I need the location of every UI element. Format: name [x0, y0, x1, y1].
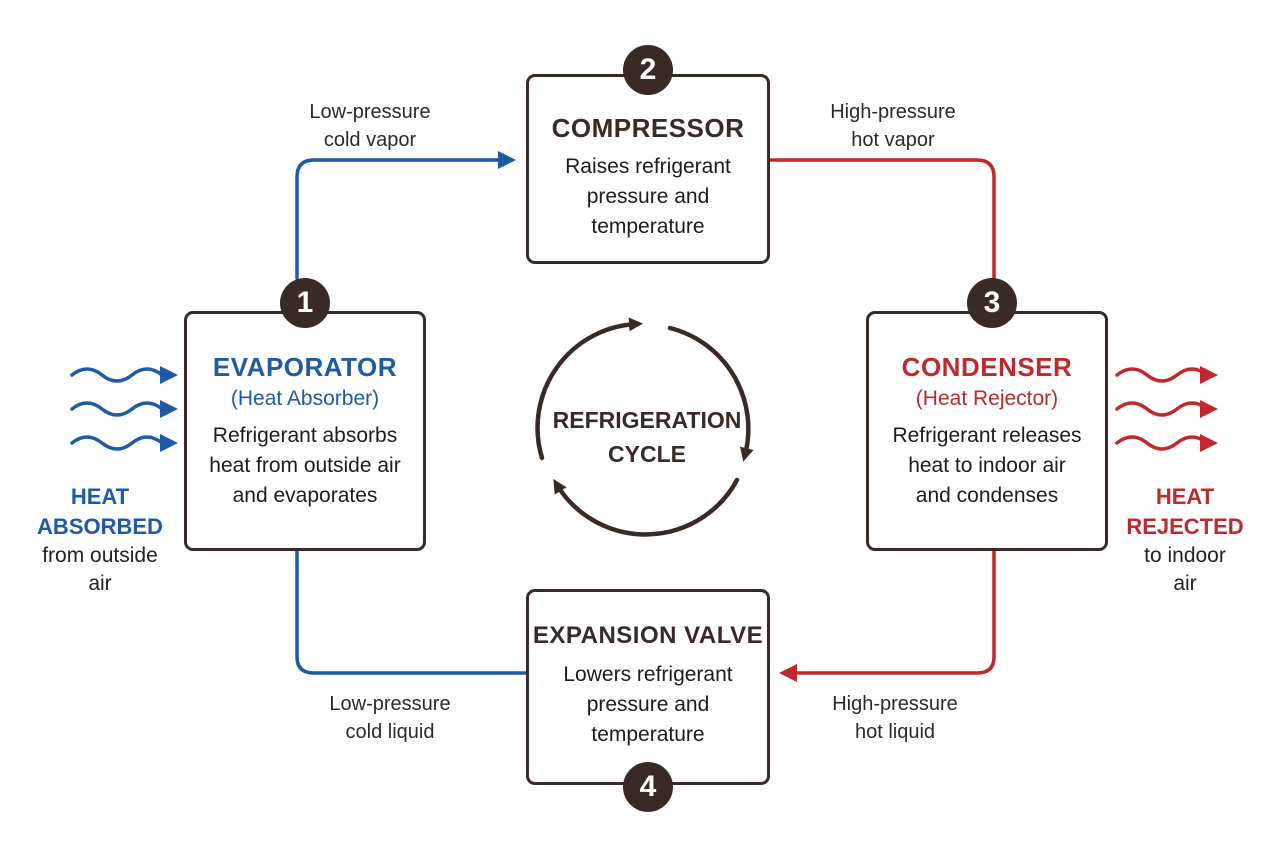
condenser-subtitle: (Heat Rejector) — [915, 387, 1059, 410]
compressor-desc-line: Raises refrigerant — [565, 155, 731, 178]
compressor-title: COMPRESSOR — [551, 113, 745, 143]
flow-label-line: High-pressure — [832, 693, 958, 715]
flow-label-low-pressure-liquid: Low-pressure cold liquid — [300, 690, 480, 746]
step-badge-4: 4 — [623, 762, 673, 812]
heat-absorbed-line: air — [88, 572, 112, 595]
step-badge-1: 1 — [280, 278, 330, 328]
condenser-desc-line: Refrigerant releases — [892, 424, 1082, 447]
flow-label-line: cold vapor — [323, 129, 417, 151]
heat-absorbed-waves-icon — [70, 367, 164, 451]
cycle-arrows-icon — [535, 317, 754, 537]
flow-label-line: cold liquid — [345, 721, 435, 743]
compressor-description: Raises refrigerant pressure and temperat… — [529, 152, 767, 242]
evaporator-description: Refrigerant absorbs heat from outside ai… — [187, 421, 423, 511]
compressor-box: COMPRESSOR Raises refrigerant pressure a… — [526, 74, 770, 264]
evaporator-box: EVAPORATOR (Heat Absorber) Refrigerant a… — [184, 311, 426, 551]
compressor-desc-line: temperature — [591, 215, 705, 238]
heat-rejected-line: REJECTED — [1126, 514, 1244, 539]
expansion-valve-title: EXPANSION VALVE — [532, 622, 764, 649]
step-badge-3: 3 — [967, 278, 1017, 328]
flow-label-line: hot liquid — [854, 721, 936, 743]
evaporator-subtitle: (Heat Absorber) — [230, 387, 380, 410]
heat-rejected-line: HEAT — [1155, 484, 1215, 509]
pipe-compressor-to-condenser — [768, 158, 996, 280]
step-badge-2: 2 — [623, 45, 673, 95]
expansion-desc-line: temperature — [591, 723, 705, 746]
heat-rejected-waves-icon — [1115, 367, 1209, 451]
flow-label-low-pressure-vapor: Low-pressure cold vapor — [280, 98, 460, 154]
condenser-desc-line: heat to indoor air — [908, 454, 1066, 477]
heat-rejected-line: to indoor — [1144, 544, 1226, 567]
flow-label-high-pressure-vapor: High-pressure hot vapor — [803, 98, 983, 154]
cycle-label-line: REFRIGERATION — [552, 407, 742, 433]
arrowhead-expansion-inlet-icon — [779, 664, 797, 682]
pipe-evaporator-to-compressor — [295, 158, 514, 280]
condenser-box: CONDENSER (Heat Rejector) Refrigerant re… — [866, 311, 1108, 551]
compressor-desc-line: pressure and — [586, 185, 710, 208]
heat-absorbed-line: HEAT — [70, 484, 130, 509]
heat-rejected-label: HEAT REJECTED to indoor air — [1105, 482, 1265, 598]
expansion-valve-description: Lowers refrigerant pressure and temperat… — [529, 660, 767, 750]
cycle-center-label: REFRIGERATION CYCLE — [542, 403, 752, 471]
heat-absorbed-arrowheads-icon — [160, 366, 178, 452]
heat-absorbed-line: ABSORBED — [37, 514, 163, 539]
evaporator-desc-line: heat from outside air — [209, 454, 401, 477]
heat-absorbed-line: from outside — [42, 544, 158, 567]
pipe-expansion-to-evaporator — [295, 549, 528, 675]
flow-label-line: Low-pressure — [309, 101, 431, 123]
arrowhead-compressor-inlet-icon — [498, 151, 516, 169]
flow-label-line: hot vapor — [851, 129, 935, 151]
expansion-valve-box: EXPANSION VALVE Lowers refrigerant press… — [526, 589, 770, 785]
condenser-title: CONDENSER — [901, 352, 1073, 382]
condenser-description: Refrigerant releases heat to indoor air … — [869, 421, 1105, 511]
pipe-condenser-to-expansion — [786, 549, 996, 675]
evaporator-title: EVAPORATOR — [212, 352, 398, 382]
evaporator-desc-line: and evaporates — [232, 484, 378, 507]
expansion-desc-line: pressure and — [586, 693, 710, 716]
condenser-desc-line: and condenses — [915, 484, 1059, 507]
cycle-label-line: CYCLE — [608, 441, 686, 467]
expansion-desc-line: Lowers refrigerant — [563, 663, 733, 686]
flow-label-high-pressure-liquid: High-pressure hot liquid — [805, 690, 985, 746]
heat-absorbed-label: HEAT ABSORBED from outside air — [20, 482, 180, 598]
heat-rejected-line: air — [1173, 572, 1197, 595]
heat-rejected-arrowheads-icon — [1200, 366, 1218, 452]
flow-label-line: Low-pressure — [329, 693, 451, 715]
evaporator-desc-line: Refrigerant absorbs — [212, 424, 398, 447]
flow-label-line: High-pressure — [830, 101, 956, 123]
